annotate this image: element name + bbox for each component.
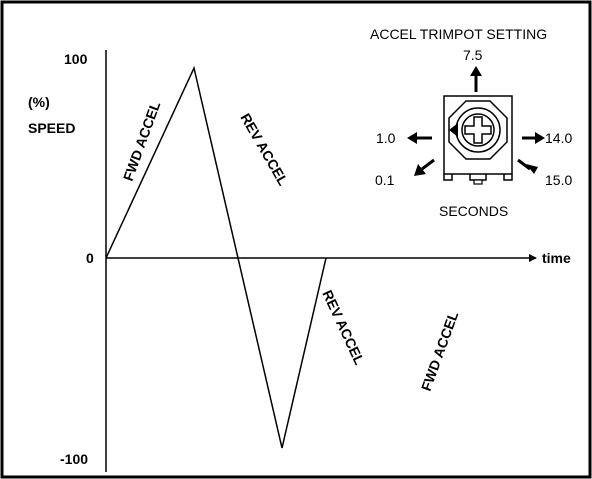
y-axis-label: SPEED <box>28 120 75 136</box>
speed-profile-line <box>105 65 327 449</box>
arrow-lower-right-icon <box>517 158 538 174</box>
setting-right: 14.0 <box>545 130 572 146</box>
setting-left: 1.0 <box>376 130 396 146</box>
arrow-lower-left-icon <box>414 158 435 176</box>
trimpot-icon <box>443 95 513 185</box>
setting-lower-right: 15.0 <box>545 172 572 188</box>
segment-label-fwd-accel-2: FWD ACCEL <box>418 309 462 393</box>
setting-top: 7.5 <box>463 47 483 63</box>
y-axis-unit: (%) <box>28 94 50 110</box>
segment-label-fwd-accel-1: FWD ACCEL <box>120 99 164 183</box>
y-tick-0: 0 <box>86 250 94 266</box>
trimpot-title: ACCEL TRIMPOT SETTING <box>370 26 547 42</box>
segment-label-rev-accel-1: REV ACCEL <box>237 111 291 189</box>
x-axis-label: time <box>542 250 571 266</box>
segment-label-rev-accel-2: REV ACCEL <box>319 288 368 368</box>
trimpot-unit: SECONDS <box>439 203 508 219</box>
y-tick-100: 100 <box>64 51 88 67</box>
y-tick-minus-100: -100 <box>60 451 88 467</box>
arrow-left-icon <box>407 132 432 144</box>
arrow-right-icon <box>522 132 545 144</box>
setting-lower-left: 0.1 <box>375 172 395 188</box>
arrow-up-icon <box>470 66 482 92</box>
